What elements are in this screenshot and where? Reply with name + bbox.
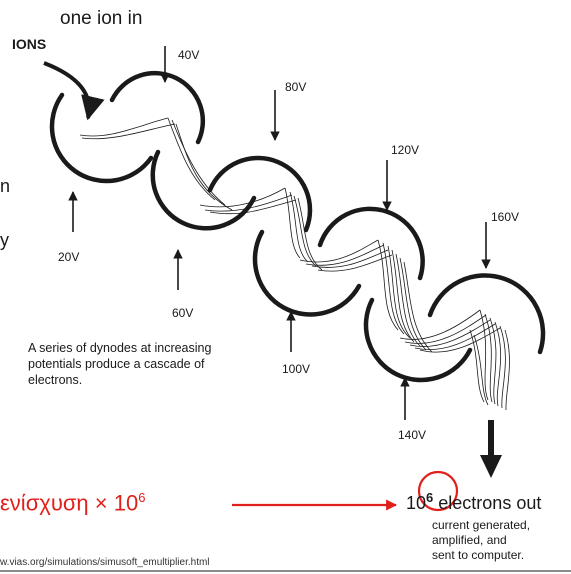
left-fragment-y: y bbox=[0, 230, 9, 251]
output-note-1: current generated, bbox=[432, 518, 530, 533]
output-arrowhead bbox=[480, 455, 502, 478]
output-notes: current generated, amplified, and sent t… bbox=[432, 518, 530, 563]
caption-line-3: electrons. bbox=[28, 372, 211, 388]
output-note-2: amplified, and bbox=[432, 533, 530, 548]
voltage-label-100v: 100V bbox=[282, 362, 310, 376]
dynode-8 bbox=[430, 275, 543, 352]
voltage-label-60v: 60V bbox=[172, 306, 193, 320]
voltage-label-120v: 120V bbox=[391, 143, 419, 157]
dynode-1 bbox=[52, 95, 151, 181]
electrons-out-label: 106 electrons out bbox=[406, 490, 541, 514]
output-base: 10 bbox=[406, 493, 426, 513]
gain-label-text: ενίσχυση × 10 bbox=[0, 490, 138, 515]
voltage-label-20v: 20V bbox=[58, 250, 79, 264]
gain-exponent: 6 bbox=[138, 490, 145, 505]
source-url: w.vias.org/simulations/simusoft_emultipl… bbox=[0, 557, 210, 568]
gain-label: ενίσχυση × 106 bbox=[0, 490, 145, 516]
caption-line-1: A series of dynodes at increasing bbox=[28, 340, 211, 356]
voltage-label-160v: 160V bbox=[491, 210, 519, 224]
dynode-2 bbox=[112, 73, 203, 142]
one-ion-in-label: one ion in bbox=[60, 8, 142, 30]
voltage-label-140v: 140V bbox=[398, 428, 426, 442]
output-exponent: 6 bbox=[426, 490, 433, 505]
voltage-label-40v: 40V bbox=[178, 48, 199, 62]
voltage-label-80v: 80V bbox=[285, 80, 306, 94]
ions-label: IONS bbox=[12, 36, 46, 52]
left-fragment-n: n bbox=[0, 176, 10, 197]
electrons-out-text: electrons out bbox=[438, 493, 541, 513]
output-note-3: sent to computer. bbox=[432, 548, 530, 563]
caption: A series of dynodes at increasing potent… bbox=[28, 340, 211, 388]
incoming-ion-path bbox=[44, 63, 89, 118]
caption-line-2: potentials produce a cascade of bbox=[28, 356, 211, 372]
